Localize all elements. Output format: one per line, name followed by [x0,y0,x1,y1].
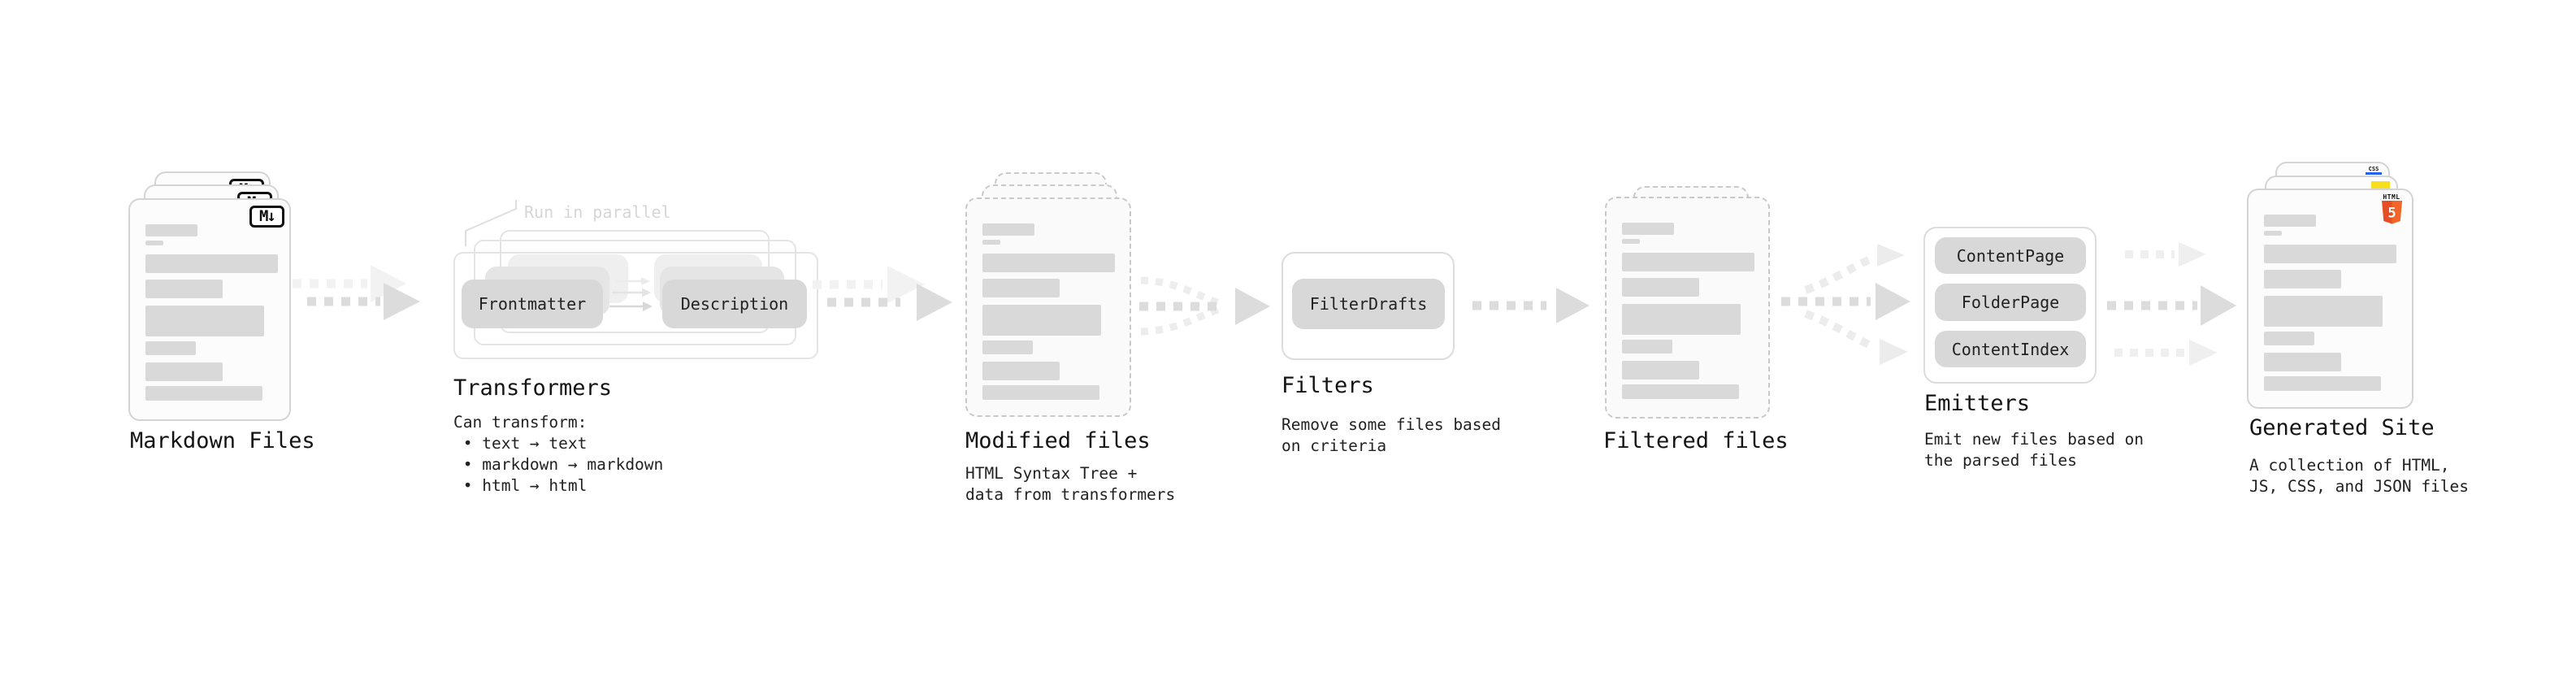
stage-title-markdown-files: Markdown Files [130,428,315,453]
emitters-to-site-arrow-middle-head [2201,285,2236,326]
filters-pill-label: FilterDrafts [1309,294,1428,314]
emitters-to-site-arrow-bottom-head [2189,340,2218,366]
stage-subtitle-line: Can transform: [453,413,588,432]
stage-subtitle-line: JS, CSS, and JSON files [2249,477,2470,496]
content-bar [2264,332,2314,345]
content-bar [1622,304,1741,335]
content-bar [982,254,1115,272]
content-bar [2264,215,2316,227]
transformers-to-modified-arrow-head [917,284,952,321]
transformer-pill-label: Description [680,294,789,314]
emitters-pill: ContentPage [1935,237,2086,274]
stage-subtitle-line: the parsed files [1924,451,2077,470]
content-bar [2264,296,2383,327]
run-in-parallel-label: Run in parallel [524,202,671,222]
content-bar [982,305,1101,336]
stage-subtitle-line: • html → html [453,476,588,495]
content-bar [145,386,262,401]
stage-subtitle-line: • text → text [453,434,588,453]
stage-subtitle-line: HTML Syntax Tree + [965,464,1138,483]
content-bar [145,224,197,236]
transformer-group-outline [453,252,818,359]
filters-to-filtered-arrow-head [1556,288,1589,323]
content-bar [145,280,223,298]
html5-shield: 5 [2381,201,2402,224]
stage-title-emitters: Emitters [1924,391,2031,416]
content-bar [2264,353,2341,371]
stage-subtitle-line: • markdown → markdown [453,455,664,474]
stage-title-modified-files: Modified files [965,428,1151,453]
stage-subtitle-line: data from transformers [965,485,1176,504]
content-bar [1622,223,1674,235]
content-bar [145,306,264,336]
content-bar [1622,361,1699,380]
filtered-to-emitters-split-bottom-shaft [1804,310,1875,350]
content-bar [982,340,1033,354]
stage-subtitle-line: on criteria [1281,436,1387,455]
content-bar [982,223,1034,236]
file-card: HTML 5 [2247,189,2413,409]
file-card: M↓ [128,198,291,421]
content-bar [145,341,196,355]
content-bar [982,240,1000,245]
emitters-pill: ContentIndex [1935,331,2086,367]
content-bar [2264,376,2381,391]
emitters-pill: FolderPage [1935,284,2086,321]
content-bar [1622,384,1739,399]
content-bar [1622,278,1699,297]
stage-subtitle-line: Emit new files based on [1924,430,2144,449]
transformer-pill: Description [662,280,807,328]
markdown-to-transformers-arrow-head [384,283,420,320]
html5-icon: HTML 5 [2381,194,2402,228]
css-icon: CSS [2366,167,2382,175]
html5-icon-label: HTML [2383,193,2400,201]
stage-subtitle-line: A collection of HTML, [2249,456,2450,475]
content-bar [1622,340,1672,354]
modified-to-filters-merge-top-shaft [1140,276,1222,308]
content-bar [145,362,223,381]
emitters-pill-label: ContentIndex [1951,339,2070,359]
content-bar [982,362,1060,380]
modified-to-filters-merge-bottom-shaft [1140,305,1222,336]
filtered-to-emitters-split-bottom-head [1880,339,1908,365]
modified-to-filters-arrow-head [1235,288,1270,325]
filters-pill: FilterDrafts [1292,279,1445,329]
emitters-pill-label: ContentPage [1956,245,2065,266]
emitters-to-site-arrow-top-head [2179,242,2206,267]
content-bar [982,279,1060,297]
markdown-to-transformers-arrow-ghost-head [371,265,406,302]
transformer-pill-label: Frontmatter [478,294,587,314]
stage-subtitle-line: Remove some files based [1281,415,1502,434]
stage-title-filters: Filters [1281,373,1374,398]
stage-title-generated-site: Generated Site [2249,415,2435,440]
js-icon [2371,181,2390,189]
file-card [1605,197,1770,419]
markdown-icon: M↓ [249,206,284,228]
filtered-to-emitters-split-top-head [1877,244,1905,267]
content-bar [1622,239,1640,244]
stage-title-transformers: Transformers [453,375,613,401]
html5-number: 5 [2387,206,2396,222]
filtered-to-emitters-split-top-shaft [1804,254,1874,294]
stage-title-filtered-files: Filtered files [1603,428,1789,453]
transformers-to-modified-arrow-ghost-head [887,266,925,303]
css-icon-label: CSS [2368,166,2379,172]
emitters-pill-label: FolderPage [1961,293,2060,312]
content-bar [145,254,278,273]
transformer-pill: Frontmatter [462,280,603,328]
content-bar [2264,270,2341,288]
content-bar [2264,231,2282,236]
content-bar [1622,253,1754,271]
content-bar [982,385,1099,400]
content-bar [2264,245,2396,263]
file-card [965,197,1131,417]
filtered-to-emitters-arrow-head [1876,283,1910,320]
content-bar [145,241,163,245]
